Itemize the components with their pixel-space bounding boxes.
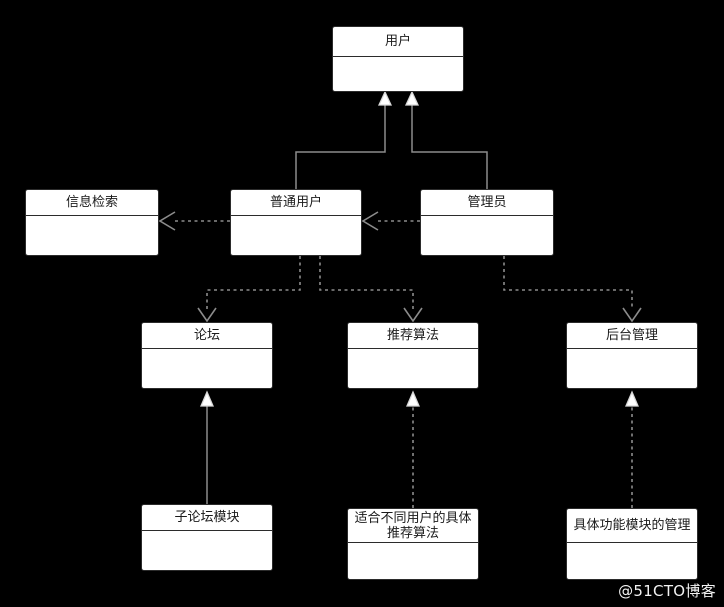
- class-name-modulemgmt: 具体功能模块的管理: [567, 509, 697, 543]
- edge-admin-to-backend: [503, 256, 642, 323]
- edge-normaluser-to-search: [158, 211, 230, 231]
- class-attributes-subforum: [142, 531, 272, 570]
- edge-normaluser-to-user: [295, 90, 393, 189]
- class-name-backend: 后台管理: [567, 323, 697, 349]
- edge-admin-to-normaluser: [361, 211, 420, 231]
- edge-algodetail-to-recommend: [406, 390, 420, 508]
- class-node-admin[interactable]: 管理员: [420, 189, 554, 256]
- class-name-user: 用户: [333, 27, 463, 57]
- class-attributes-algodetail: [348, 543, 478, 579]
- edge-modulemgmt-to-backend: [625, 390, 639, 508]
- class-node-subforum[interactable]: 子论坛模块: [141, 504, 273, 571]
- class-attributes-normaluser: [231, 216, 361, 255]
- edge-admin-to-user: [404, 90, 488, 189]
- class-node-backend[interactable]: 后台管理: [566, 322, 698, 389]
- watermark: @51CTO博客: [618, 582, 716, 600]
- class-name-recommend: 推荐算法: [348, 323, 478, 349]
- class-node-user[interactable]: 用户: [332, 26, 464, 92]
- edge-normaluser-to-recommend: [319, 256, 423, 323]
- class-node-modulemgmt[interactable]: 具体功能模块的管理: [566, 508, 698, 580]
- class-attributes-user: [333, 57, 463, 91]
- class-node-search[interactable]: 信息检索: [25, 189, 159, 256]
- class-attributes-modulemgmt: [567, 543, 697, 579]
- class-attributes-admin: [421, 216, 553, 255]
- class-node-recommend[interactable]: 推荐算法: [347, 322, 479, 389]
- class-attributes-search: [26, 216, 158, 255]
- class-node-algodetail[interactable]: 适合不同用户的具体推荐算法: [347, 508, 479, 580]
- edge-normaluser-to-forum: [197, 256, 301, 323]
- class-name-subforum: 子论坛模块: [142, 505, 272, 531]
- class-attributes-forum: [142, 349, 272, 388]
- class-name-search: 信息检索: [26, 190, 158, 216]
- class-node-normaluser[interactable]: 普通用户: [230, 189, 362, 256]
- class-name-normaluser: 普通用户: [231, 190, 361, 216]
- class-name-admin: 管理员: [421, 190, 553, 216]
- edge-subforum-to-forum: [200, 390, 214, 504]
- class-node-forum[interactable]: 论坛: [141, 322, 273, 389]
- class-attributes-recommend: [348, 349, 478, 388]
- class-name-algodetail: 适合不同用户的具体推荐算法: [348, 509, 478, 543]
- class-attributes-backend: [567, 349, 697, 388]
- class-name-forum: 论坛: [142, 323, 272, 349]
